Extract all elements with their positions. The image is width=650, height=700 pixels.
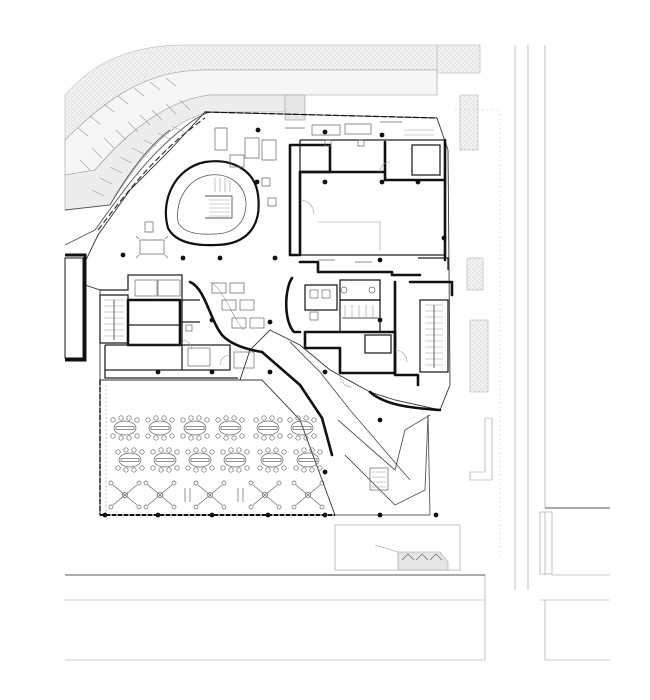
cafe-counter: [188, 280, 265, 369]
door-swings: [181, 161, 408, 388]
atrium-stair: [164, 160, 260, 247]
lounge-furniture: [135, 121, 434, 259]
left-service-block: [99, 274, 238, 379]
main-building-envelope: [64, 111, 451, 516]
adjacent-curved-building: [64, 44, 438, 246]
diagonal-corridor: [260, 341, 431, 516]
columns: [102, 127, 447, 518]
service-core: [284, 138, 454, 412]
site-context: [65, 44, 610, 661]
dining-tables: [105, 385, 325, 512]
